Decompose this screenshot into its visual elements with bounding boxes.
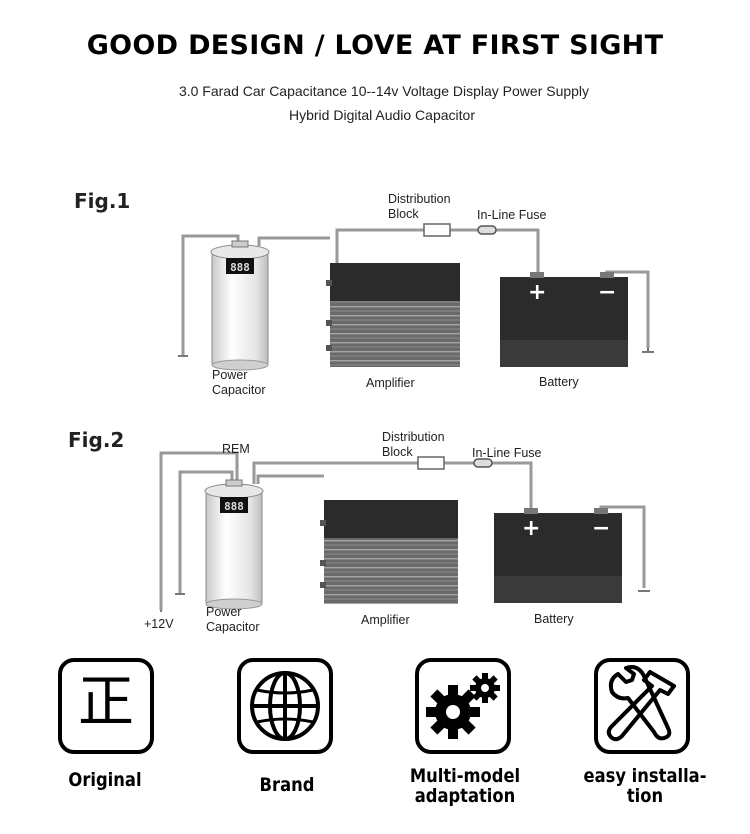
fig2-inline-fuse-label: In-Line Fuse — [472, 446, 542, 460]
fig1-battery-label: Battery — [539, 375, 579, 389]
tools-icon — [606, 665, 676, 742]
fig2-battery-label: Battery — [534, 612, 574, 626]
multimodel-feature-box — [415, 658, 511, 754]
fig2-rem-label: REM — [222, 442, 250, 456]
gears-icon — [426, 673, 500, 739]
fig2-power-capacitor: 888 — [204, 479, 264, 610]
product-subtitle-line1: 3.0 Farad Car Capacitance 10--14v Voltag… — [178, 83, 590, 99]
fig1-battery-minus-icon: − — [598, 280, 617, 305]
product-subtitle-line2: Hybrid Digital Audio Capacitor — [289, 107, 475, 123]
fig1-battery — [500, 272, 628, 367]
zheng-character-icon: 正 — [78, 670, 134, 735]
page-title: GOOD DESIGN / LOVE AT FIRST SIGHT — [86, 30, 664, 61]
globe-icon — [250, 671, 320, 741]
fig1-distribution-block — [423, 223, 451, 237]
fig1-amplifier-label: Amplifier — [366, 376, 415, 390]
fig2-label: Fig.2 — [68, 428, 125, 452]
fig2-battery-plus-icon: + — [522, 516, 541, 541]
fig2-distribution-block — [417, 456, 445, 470]
fig2-12v-label: +12V — [144, 617, 174, 631]
fig2-battery-minus-icon: − — [592, 516, 611, 541]
svg-text:888: 888 — [224, 500, 244, 513]
fig1-diagram: 888 — [178, 223, 654, 371]
fig1-inline-fuse — [477, 225, 497, 235]
fig2-amplifier-label: Amplifier — [361, 613, 410, 627]
installation-feature-box — [594, 658, 690, 754]
feature-brand-label: Brand — [259, 774, 315, 796]
brand-feature-box — [237, 658, 333, 754]
original-feature-box: 正 — [58, 658, 154, 754]
fig1-battery-plus-icon: + — [528, 280, 547, 305]
feature-original-label: Original — [68, 769, 142, 791]
fig2-inline-fuse — [473, 458, 493, 468]
svg-text:888: 888 — [230, 261, 250, 274]
fig1-label: Fig.1 — [74, 189, 131, 213]
fig2-diagram: 888 — [159, 451, 650, 612]
fig1-inline-fuse-label: In-Line Fuse — [477, 208, 547, 222]
fig1-amplifier — [326, 263, 460, 367]
fig2-battery — [494, 508, 622, 603]
fig1-power-capacitor: 888 — [210, 240, 270, 371]
fig2-amplifier — [320, 500, 458, 604]
feature-installation-label: easy installa-tion — [583, 765, 707, 807]
